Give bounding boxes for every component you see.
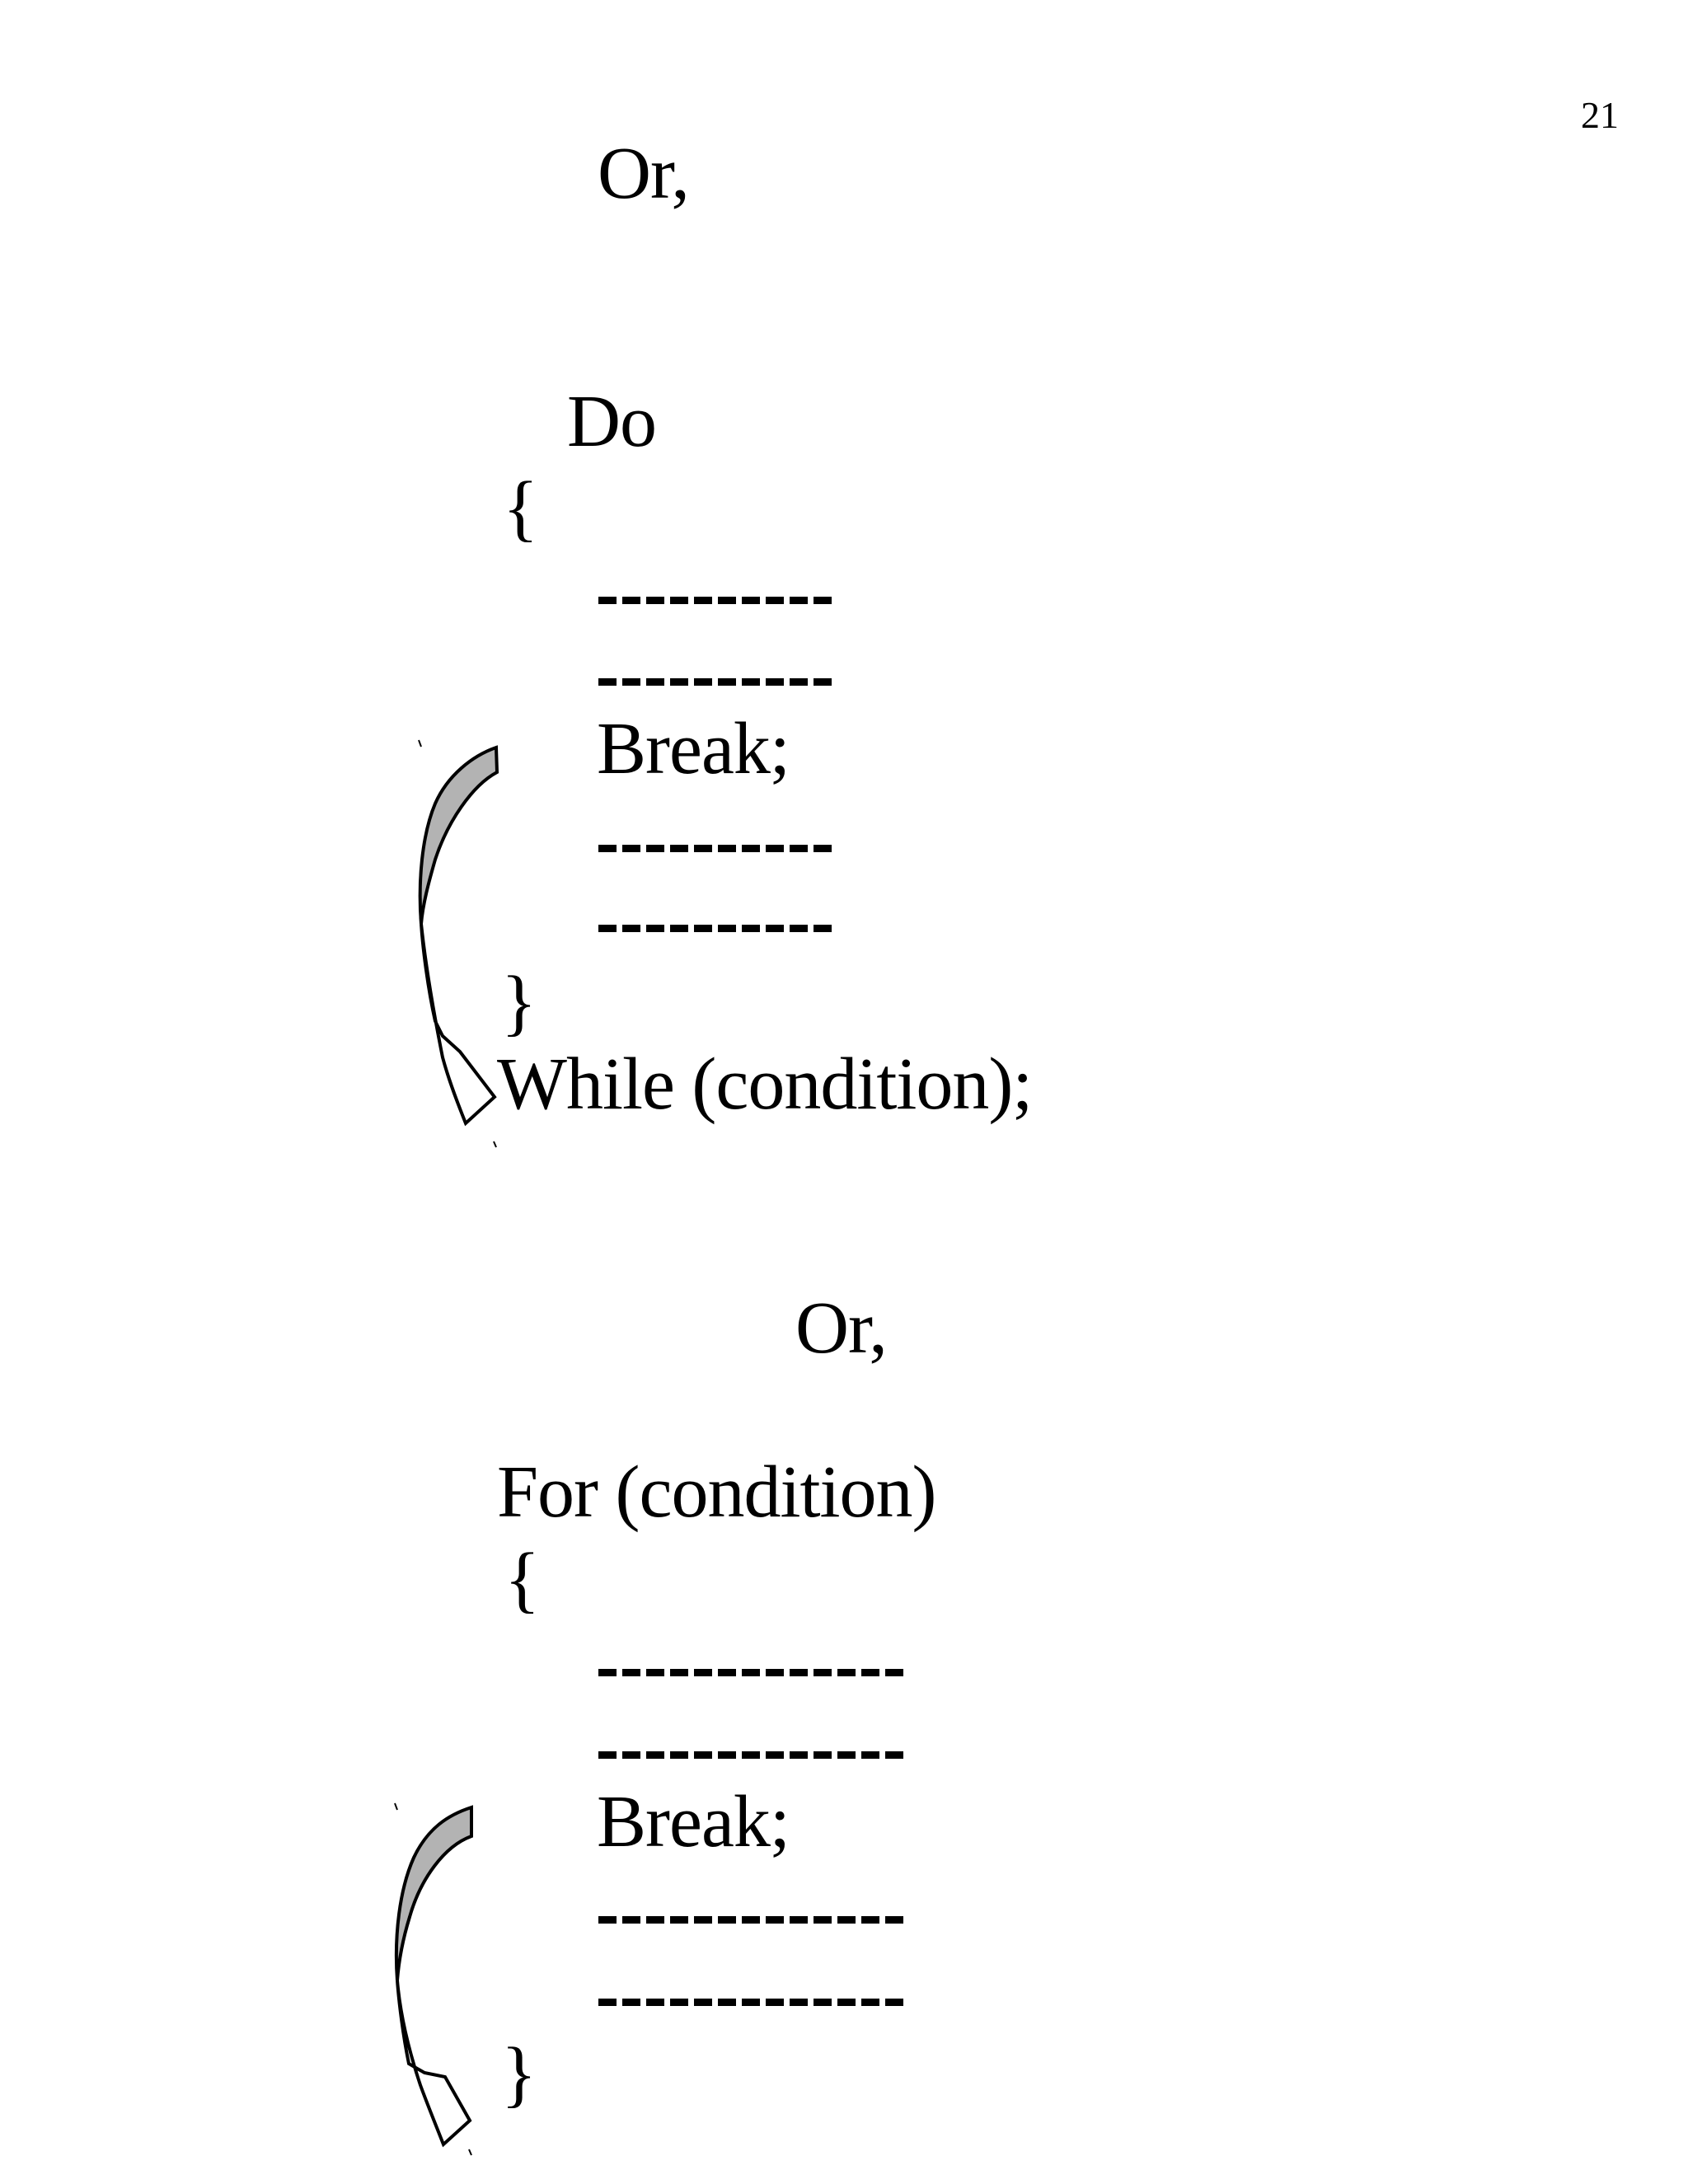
dash-line (598, 1999, 909, 2006)
dash-line (598, 597, 837, 604)
stray-mark (493, 1141, 497, 1148)
do-close-brace: } (501, 962, 537, 1043)
arrow-head-swoosh (394, 1805, 473, 1981)
arrow-tail (420, 923, 497, 1127)
do-keyword: Do (567, 381, 657, 462)
dash-line (598, 845, 837, 852)
do-open-brace: { (503, 467, 539, 549)
stray-mark (468, 2149, 472, 2156)
separator-or-1: Or, (598, 133, 690, 214)
stray-mark (418, 739, 422, 748)
for-break-statement: Break; (597, 1781, 790, 1863)
for-close-brace: } (501, 2033, 537, 2115)
arrow-tail (396, 1980, 472, 2148)
page-number: 21 (1581, 94, 1619, 136)
for-open-brace: { (504, 1539, 541, 1620)
stray-mark (394, 1802, 398, 1811)
arrow-head-swoosh (418, 745, 499, 925)
loop-exit-arrow (418, 739, 499, 1148)
dash-line (598, 678, 837, 686)
do-break-statement: Break; (597, 708, 790, 790)
dash-line (598, 925, 837, 932)
while-condition: While (condition); (497, 1043, 1033, 1125)
separator-or-2: Or, (795, 1287, 888, 1369)
dash-line (598, 1669, 909, 1676)
dash-line (598, 1916, 909, 1924)
for-keyword: For (condition) (497, 1451, 936, 1533)
loop-exit-arrow (394, 1802, 473, 2156)
dash-line (598, 1751, 909, 1759)
